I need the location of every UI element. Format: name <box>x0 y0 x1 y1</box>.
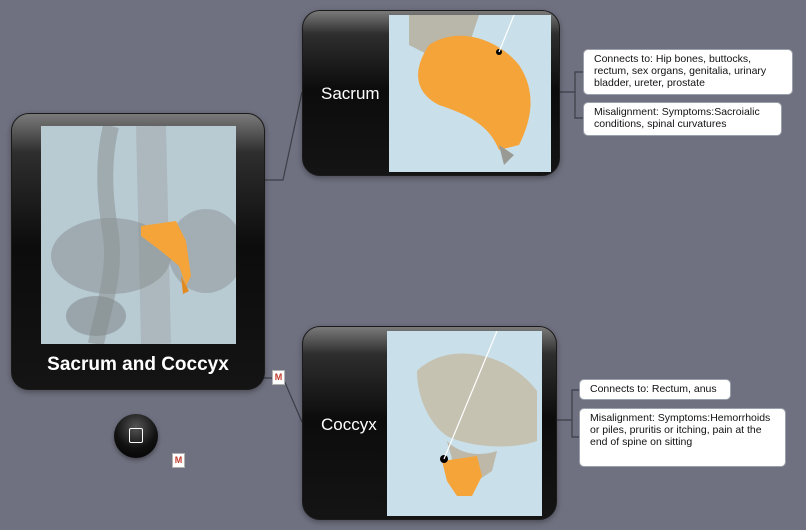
topic-label-sacrum: Sacrum <box>321 84 380 103</box>
note-sacrum-connects-to[interactable]: Connects to: Hip bones, buttocks, rectum… <box>583 49 793 95</box>
root-topic-card[interactable]: Sacrum and Coccyx <box>11 113 265 390</box>
note-sacrum-misalignment[interactable]: Misalignment: Symptoms:Sacroialic condit… <box>583 102 782 136</box>
root-topic-title: Sacrum and Coccyx <box>47 354 229 375</box>
topic-card-coccyx[interactable]: Coccyx <box>302 326 557 520</box>
coccyx-image <box>387 331 542 516</box>
note-coccyx-connects-to[interactable]: Connects to: Rectum, anus <box>579 379 731 400</box>
topic-card-sacrum[interactable]: Sacrum <box>302 10 560 176</box>
topic-label-coccyx: Coccyx <box>321 415 377 434</box>
marker-icon[interactable]: M <box>272 370 285 385</box>
sacrum-image <box>389 15 551 172</box>
marker-icon[interactable]: M <box>172 453 185 468</box>
note-coccyx-misalignment[interactable]: Misalignment: Symptoms:Hemorrhoids or pi… <box>579 408 786 467</box>
pelvis-xray-image <box>41 126 236 344</box>
square-icon <box>129 428 143 443</box>
overview-button[interactable] <box>114 414 158 458</box>
